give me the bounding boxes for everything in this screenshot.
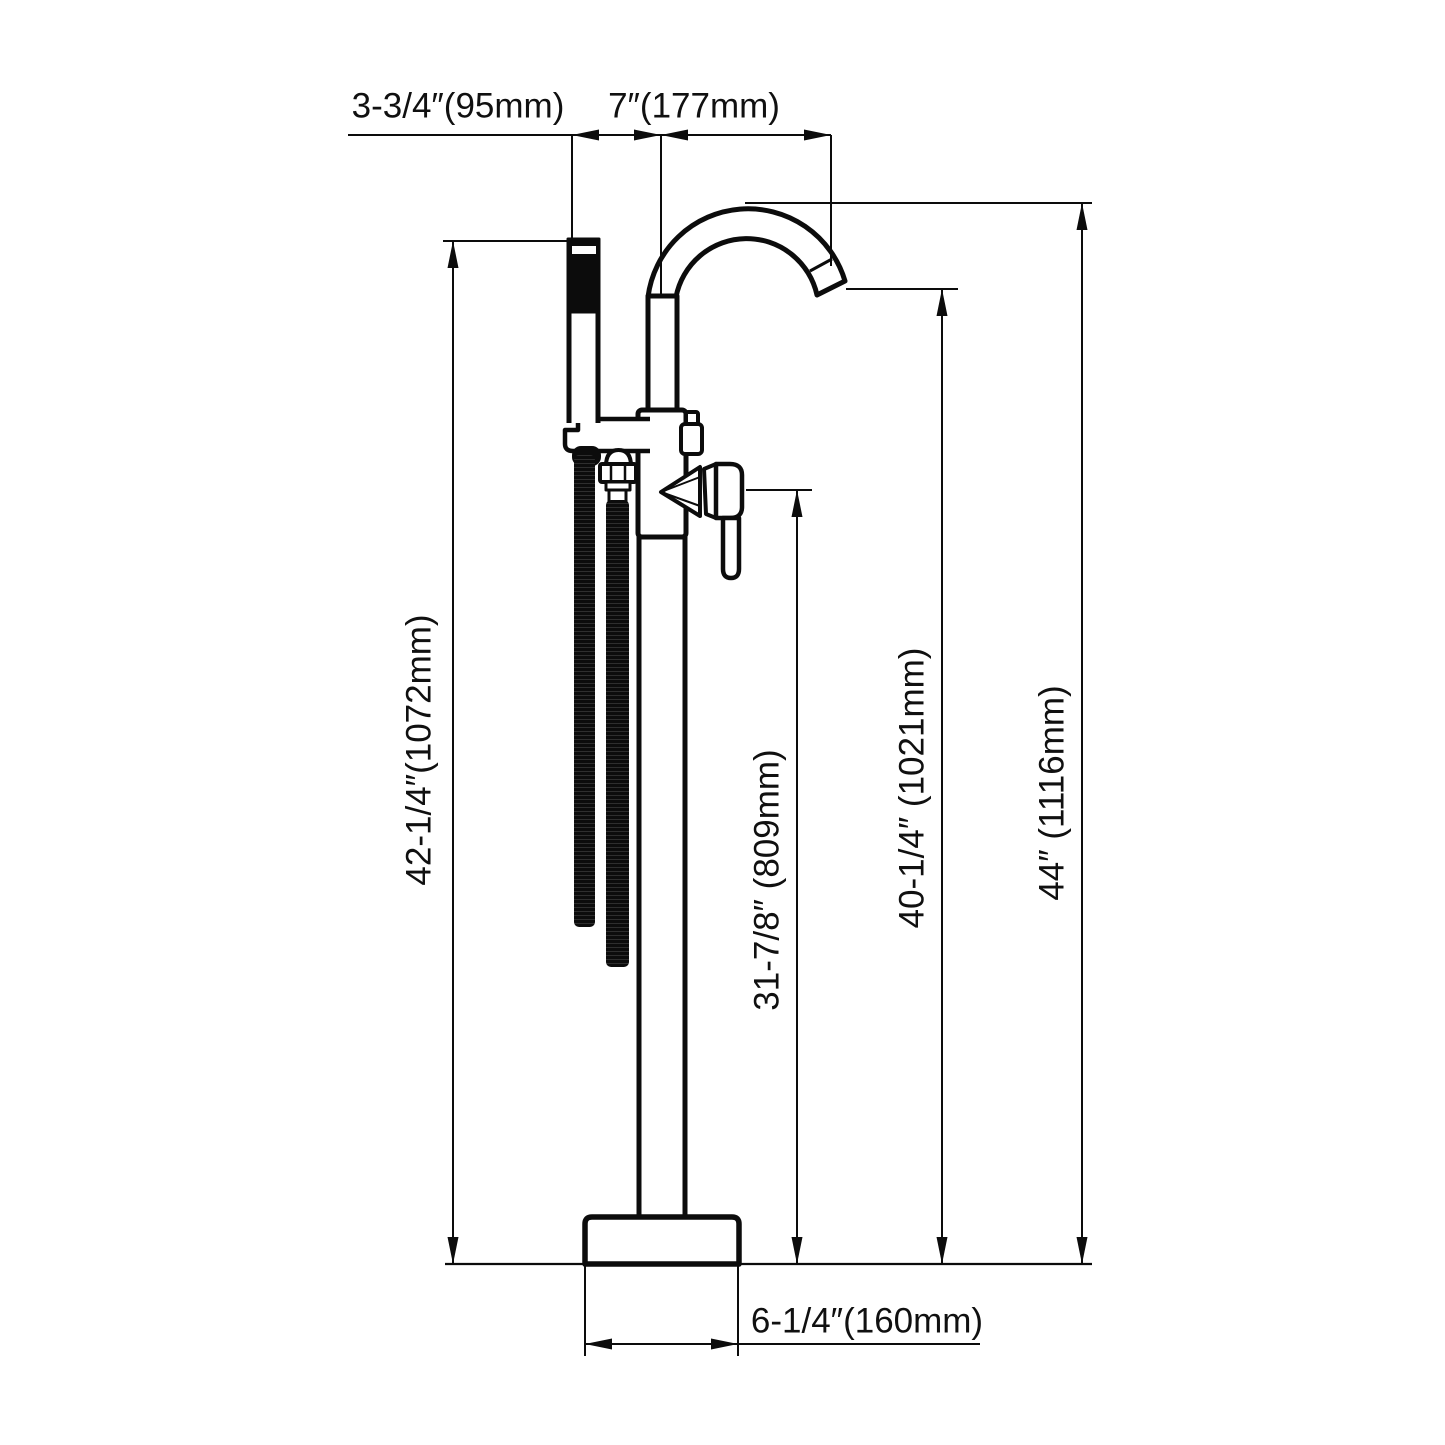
dim-label-overall-height: 44″ (1116mm) bbox=[1032, 685, 1072, 901]
valve-cone-lines bbox=[660, 476, 701, 507]
hex-nut-facets bbox=[609, 466, 627, 480]
spout-tip-seam bbox=[809, 257, 833, 273]
hand-shower-holder bbox=[562, 416, 650, 454]
dimension-annotations bbox=[348, 134, 1092, 1356]
dim-label-spout-reach: 7″(177mm) bbox=[608, 86, 780, 126]
base-flange bbox=[582, 1214, 742, 1267]
supply-hex-nut bbox=[598, 462, 638, 484]
mixer-handle bbox=[713, 461, 745, 521]
dimension-arrowheads bbox=[447, 129, 1088, 1350]
dim-label-hand-shower-height: 42-1/4″(1072mm) bbox=[399, 614, 439, 886]
diverter-fitting bbox=[679, 422, 704, 456]
dim-label-base-width: 6-1/4″(160mm) bbox=[750, 1301, 984, 1341]
dim-label-handle-height: 31-7/8″ (809mm) bbox=[747, 749, 787, 1011]
standpipe bbox=[636, 534, 688, 1221]
hand-shower-head-band bbox=[572, 246, 596, 254]
dim-label-spout-outlet-height: 40-1/4″ (1021mm) bbox=[892, 647, 932, 929]
riser-pipe bbox=[645, 293, 680, 417]
handle-lever bbox=[720, 515, 742, 581]
hand-shower-wand bbox=[566, 308, 601, 423]
faucet-fixture bbox=[562, 206, 848, 1267]
shower-hose-left bbox=[574, 455, 595, 927]
valve-cone bbox=[659, 465, 702, 518]
shower-hose-right bbox=[606, 500, 629, 967]
spout bbox=[645, 206, 848, 300]
dim-label-spray-offset: 3-3/4″(95mm) bbox=[351, 86, 565, 126]
